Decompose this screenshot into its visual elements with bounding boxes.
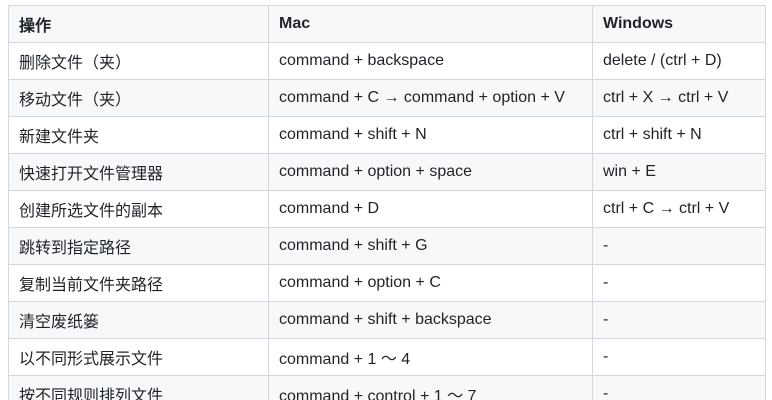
table-row: 创建所选文件的副本 command + D ctrl + C → ctrl + … xyxy=(8,190,766,228)
cell-mac: command + 1 ～ 4 xyxy=(268,338,593,376)
cell-operation: 创建所选文件的副本 xyxy=(8,190,269,228)
table-row: 按不同规则排列文件 command + control + 1 ～ 7 - xyxy=(8,375,766,400)
cell-windows: - xyxy=(592,338,766,376)
cell-mac: command + option + space xyxy=(268,153,593,191)
cell-operation: 复制当前文件夹路径 xyxy=(8,264,269,302)
cell-mac: command + backspace xyxy=(268,42,593,80)
table-row: 以不同形式展示文件 command + 1 ～ 4 - xyxy=(8,338,766,376)
cell-mac: command + shift + backspace xyxy=(268,301,593,339)
table-header: 操作 Mac Windows xyxy=(8,5,766,43)
table-row: 复制当前文件夹路径 command + option + C - xyxy=(8,264,766,302)
cell-operation: 按不同规则排列文件 xyxy=(8,375,269,400)
cell-windows: delete / (ctrl + D) xyxy=(592,42,766,80)
cell-mac: command + D xyxy=(268,190,593,228)
cell-windows: - xyxy=(592,227,766,265)
cell-operation: 快速打开文件管理器 xyxy=(8,153,269,191)
table-row: 新建文件夹 command + shift + N ctrl + shift +… xyxy=(8,116,766,154)
cell-windows: ctrl + C → ctrl + V xyxy=(592,190,766,228)
cell-operation: 清空废纸篓 xyxy=(8,301,269,339)
cell-windows: win + E xyxy=(592,153,766,191)
cell-mac: command + C → command + option + V xyxy=(268,79,593,117)
column-header-operation: 操作 xyxy=(8,5,269,43)
cell-windows: - xyxy=(592,301,766,339)
cell-mac: command + control + 1 ～ 7 xyxy=(268,375,593,400)
shortcut-table: 操作 Mac Windows 删除文件（夹） command + backspa… xyxy=(8,5,766,400)
table-row: 清空废纸篓 command + shift + backspace - xyxy=(8,301,766,339)
cell-operation: 新建文件夹 xyxy=(8,116,269,154)
cell-windows: - xyxy=(592,264,766,302)
cell-windows: - xyxy=(592,375,766,400)
cell-operation: 移动文件（夹） xyxy=(8,79,269,117)
table-header-row: 操作 Mac Windows xyxy=(8,5,766,43)
table-row: 删除文件（夹） command + backspace delete / (ct… xyxy=(8,42,766,80)
table-row: 移动文件（夹） command + C → command + option +… xyxy=(8,79,766,117)
cell-operation: 以不同形式展示文件 xyxy=(8,338,269,376)
column-header-mac: Mac xyxy=(268,5,593,43)
cell-mac: command + shift + N xyxy=(268,116,593,154)
cell-operation: 删除文件（夹） xyxy=(8,42,269,80)
cell-windows: ctrl + shift + N xyxy=(592,116,766,154)
table-row: 快速打开文件管理器 command + option + space win +… xyxy=(8,153,766,191)
table-body: 删除文件（夹） command + backspace delete / (ct… xyxy=(8,42,766,400)
cell-operation: 跳转到指定路径 xyxy=(8,227,269,265)
table-row: 跳转到指定路径 command + shift + G - xyxy=(8,227,766,265)
column-header-windows: Windows xyxy=(592,5,766,43)
cell-mac: command + option + C xyxy=(268,264,593,302)
cell-windows: ctrl + X → ctrl + V xyxy=(592,79,766,117)
cell-mac: command + shift + G xyxy=(268,227,593,265)
